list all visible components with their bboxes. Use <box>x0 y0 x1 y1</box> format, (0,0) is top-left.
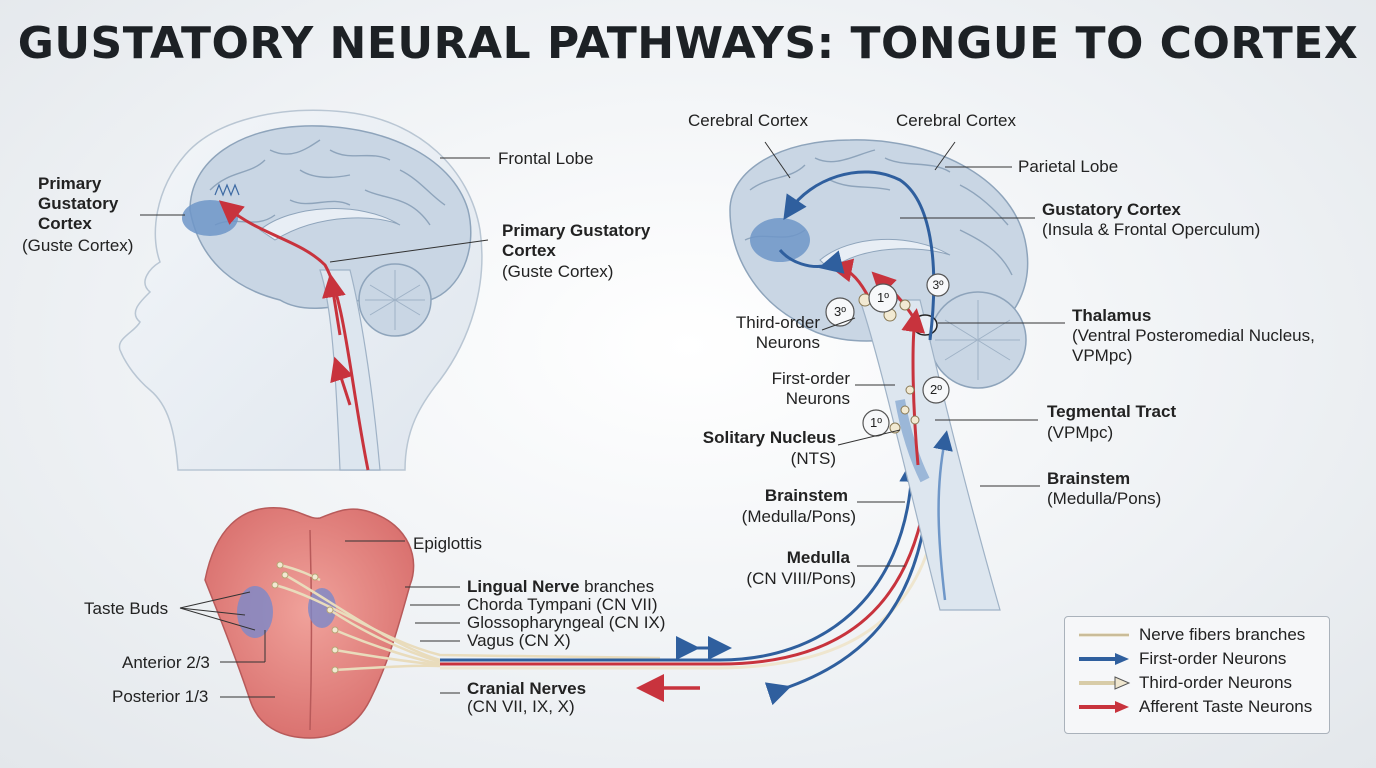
label-vagus: Vagus (CN X) <box>467 631 571 650</box>
tongue <box>204 507 661 739</box>
label-lingual-nerve: Lingual Nerve branches <box>467 577 654 597</box>
label-cranial-sub: (CN VII, IX, X) <box>467 697 575 716</box>
legend-swatch-beige <box>1079 676 1131 690</box>
label-anterior: Anterior 2/3 <box>122 653 210 672</box>
label-lingual-bold: Lingual Nerve <box>467 577 580 596</box>
label-cerebral-cortex-2: Cerebral Cortex <box>896 111 1016 130</box>
badge-1a: 1º <box>877 290 889 305</box>
right-brain <box>140 139 1065 698</box>
badge-3a: 3º <box>834 304 846 319</box>
label-tegmental-sub: (VPMpc) <box>1047 423 1114 442</box>
label-medulla: Medulla <box>786 548 850 567</box>
badge-3b: 3º <box>932 278 944 292</box>
label-thalamus: Thalamus <box>1072 306 1152 325</box>
label-right-cortex-sub: (Guste Cortex) <box>502 262 614 281</box>
label-thalamus-sub: (Ventral Posteromedial Nucleus, VPMpc) <box>1072 326 1315 365</box>
label-posterior: Posterior 1/3 <box>112 687 209 706</box>
badge-circle-3a <box>825 297 855 327</box>
label-brainstem-left: Brainstem <box>764 486 848 505</box>
label-taste-buds: Taste Buds <box>84 599 169 618</box>
label-glossopharyngeal: Glossopharyngeal (CN IX) <box>467 613 666 632</box>
label-brainstem-right: Brainstem <box>1047 469 1131 488</box>
diagram-title: GUSTATORY NEURAL PATHWAYS: TONGUE TO COR… <box>17 18 1359 69</box>
legend-label-afferent: Afferent Taste Neurons <box>1139 697 1313 716</box>
legend: Nerve fibers branches First-order Neuron… <box>1064 616 1330 734</box>
badge-circle-1a <box>868 283 898 313</box>
badge-2: 2º <box>930 382 942 397</box>
label-gustatory-cortex: Gustatory Cortex <box>1042 200 1181 219</box>
label-gustatory-sub: (Insula & Frontal Operculum) <box>1042 220 1261 239</box>
label-first-order: First-order Neurons <box>771 369 850 408</box>
label-third-order: Third-order Neurons <box>735 313 820 352</box>
badge-circle-3b <box>926 273 950 297</box>
legend-swatch-red <box>1079 701 1129 713</box>
badge-circle-2 <box>922 376 950 404</box>
label-brainstem-left-sub: (Medulla/Pons) <box>741 507 856 526</box>
legend-label-nerve: Nerve fibers branches <box>1139 625 1306 644</box>
label-brainstem-right-sub: (Medulla/Pons) <box>1047 489 1162 508</box>
label-tegmental-tract: Tegmental Tract <box>1047 402 1177 421</box>
label-right-cortex-title: Primary Gustatory Cortex <box>502 221 651 260</box>
label-left-cortex-title: Primary Gustatory Cortex <box>38 174 119 233</box>
left-gustatory-cortex-highlight <box>182 200 238 236</box>
label-cranial-nerves: Cranial Nerves <box>467 679 587 698</box>
legend-swatch-nerve <box>1079 633 1129 637</box>
label-left-cortex-sub: (Guste Cortex) <box>22 236 134 255</box>
label-solitary-sub: (NTS) <box>790 449 836 468</box>
legend-swatch-blue <box>1079 653 1129 665</box>
label-epiglottis: Epiglottis <box>413 534 482 553</box>
label-solitary-nucleus: Solitary Nucleus <box>702 428 836 447</box>
label-cerebral-cortex-1: Cerebral Cortex <box>688 111 808 130</box>
label-lingual-rest: branches <box>579 577 655 596</box>
label-frontal-lobe: Frontal Lobe <box>498 149 594 168</box>
taste-bud-cluster-left <box>237 586 273 638</box>
badge-1: 1º <box>870 415 882 430</box>
label-chorda-tympani: Chorda Tympani (CN VII) <box>467 595 658 614</box>
right-gustatory-cortex-highlight <box>750 218 810 262</box>
label-parietal-lobe: Parietal Lobe <box>1018 157 1119 176</box>
taste-bud-cluster-right <box>308 588 336 628</box>
label-medulla-sub: (CN VIII/Pons) <box>746 569 856 588</box>
head-profile <box>118 109 483 471</box>
legend-label-first-order: First-order Neurons <box>1139 649 1287 668</box>
legend-label-third-order: Third-order Neurons <box>1139 673 1293 692</box>
